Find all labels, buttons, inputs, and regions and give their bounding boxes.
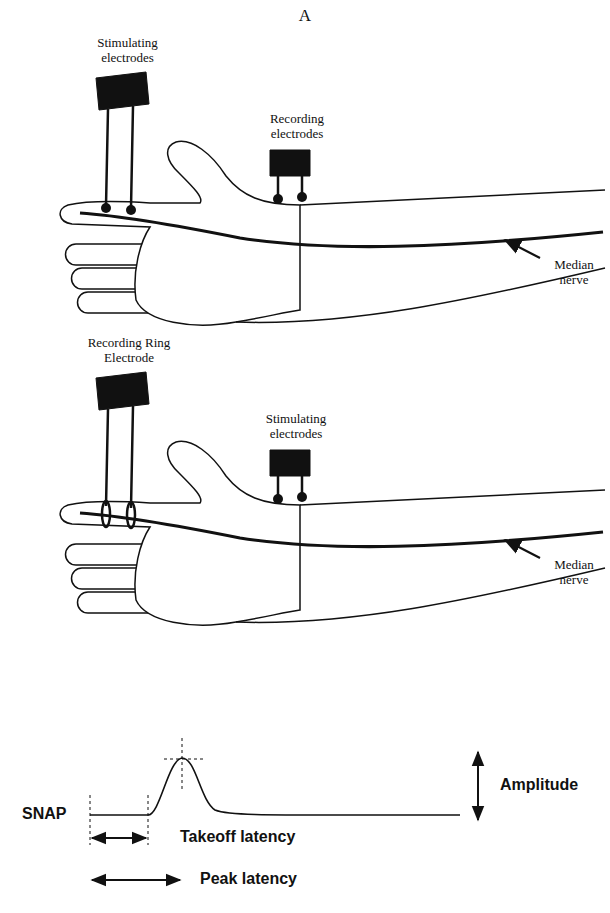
arm-illustration	[60, 372, 605, 625]
axis-label: Amplitude	[500, 776, 578, 794]
panel-letter: A	[285, 6, 325, 26]
electrode-label: Recording Ring Electrode	[74, 336, 184, 366]
electrode-label: Recording electrodes	[252, 112, 342, 142]
electrode-contact	[273, 194, 283, 204]
electrode-block	[270, 450, 310, 476]
snap-trace	[90, 758, 460, 815]
electrode-block	[96, 372, 149, 410]
ring-electrode	[102, 501, 110, 527]
dashed-marker	[182, 738, 183, 790]
forearm-edge	[300, 190, 605, 205]
latency-arrow	[92, 837, 146, 839]
electrode-lead	[106, 406, 133, 508]
electrode-block	[96, 72, 149, 110]
signal-name: SNAP	[22, 805, 66, 823]
pointer-arrow	[505, 540, 540, 558]
electrode-contact	[297, 192, 307, 202]
median-nerve	[80, 513, 603, 547]
forearm-edge	[236, 268, 605, 322]
axis-label: Peak latency	[200, 870, 297, 888]
dashed-marker	[164, 759, 204, 760]
electrode-contact	[126, 205, 136, 215]
nerve-label: Median nerve	[543, 558, 605, 588]
electrode-contact	[297, 492, 307, 502]
electrode-lead	[278, 476, 302, 496]
electrode-contact	[101, 203, 111, 213]
snap-waveform	[90, 738, 478, 880]
arm-illustration	[60, 72, 605, 325]
electrode-block	[270, 150, 310, 176]
hand-outline	[60, 141, 300, 325]
forearm-edge	[300, 490, 605, 505]
nerve-label: Median nerve	[543, 258, 605, 288]
electrode-label: Stimulating electrodes	[80, 36, 175, 66]
forearm-edge	[236, 568, 605, 622]
amplitude-arrow	[477, 752, 479, 820]
pointer-arrow	[505, 240, 540, 258]
dashed-marker	[148, 795, 149, 845]
electrode-lead	[278, 176, 302, 196]
electrode-label: Stimulating electrodes	[246, 412, 346, 442]
hand-outline	[60, 441, 300, 625]
latency-arrow	[92, 879, 180, 881]
electrode-contact	[273, 494, 283, 504]
ring-electrode	[127, 502, 135, 528]
median-nerve	[80, 213, 603, 247]
axis-label: Takeoff latency	[180, 828, 295, 846]
dashed-marker	[90, 795, 91, 845]
electrode-lead	[106, 106, 133, 208]
